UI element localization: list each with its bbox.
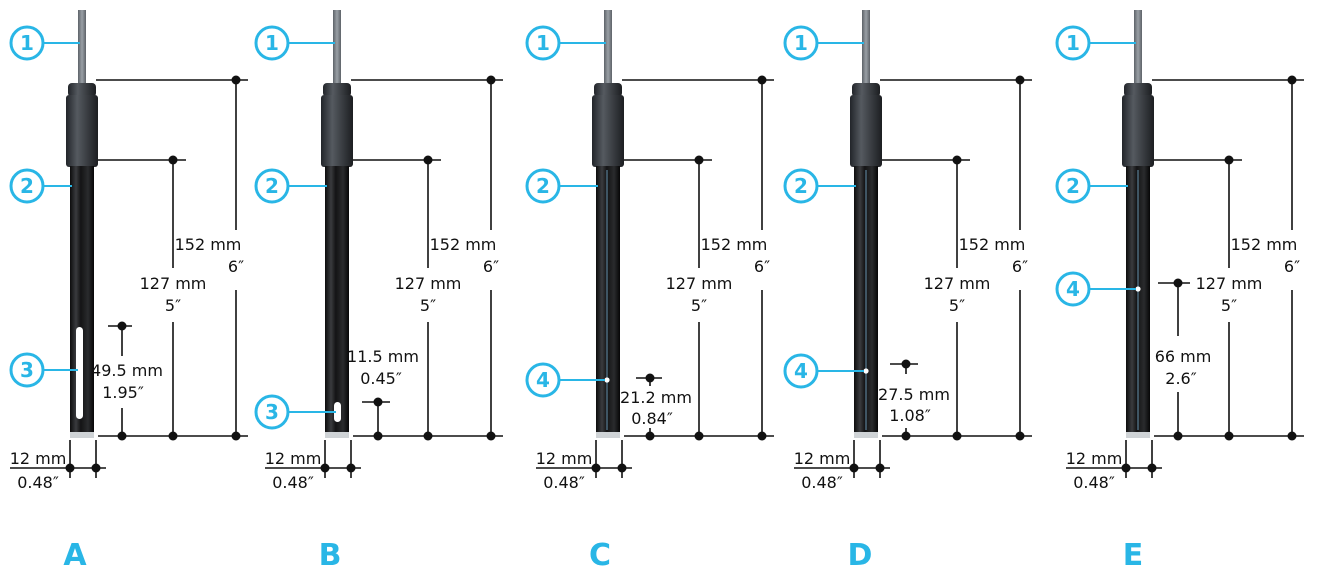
dimension-marker-icon (591, 75, 767, 473)
element-length-in: 0.84″ (631, 409, 673, 428)
callout-2-number: 2 (536, 174, 550, 198)
diameter-in: 0.48″ (272, 473, 314, 492)
dimension-marker-icon (65, 75, 241, 473)
callout-1: 1 (525, 25, 606, 61)
body-length-mm: 127 mm (395, 274, 462, 293)
total-length-mm: 152 mm (175, 235, 242, 254)
total-length-in: 6″ (754, 257, 770, 276)
callout-3: 3 (9, 352, 78, 388)
callout-2-number: 2 (20, 174, 34, 198)
callout-1-number: 1 (20, 31, 34, 55)
callout-2: 2 (1055, 168, 1128, 204)
probe-letter: E (1123, 538, 1144, 573)
body-length-mm: 127 mm (1196, 274, 1263, 293)
probe-c: 1 2 4 (525, 10, 774, 573)
callout-1-number: 1 (265, 31, 279, 55)
dimension-lines (265, 79, 503, 478)
element-length-mm: 66 mm (1155, 347, 1212, 366)
diameter-in: 0.48″ (1073, 473, 1115, 492)
body-length-in: 5″ (165, 296, 181, 315)
callout-3-number: 3 (265, 400, 279, 424)
callout-2-number: 2 (1066, 174, 1080, 198)
callout-1: 1 (254, 25, 335, 61)
callout-1: 1 (783, 25, 864, 61)
body-length-mm: 127 mm (666, 274, 733, 293)
element-length-in: 1.95″ (102, 383, 144, 402)
element-length-mm: 49.5 mm (91, 361, 163, 380)
electrode-probe-icon (1122, 10, 1154, 438)
body-length-in: 5″ (1221, 296, 1237, 315)
dimension-lines (10, 79, 248, 478)
diameter-mm: 12 mm (1066, 449, 1123, 468)
callout-4: 4 (783, 353, 864, 389)
callout-1-number: 1 (1066, 31, 1080, 55)
electrode-probe-icon (592, 10, 624, 438)
callout-4-number: 4 (536, 368, 550, 392)
diameter-in: 0.48″ (801, 473, 843, 492)
callout-2: 2 (525, 168, 598, 204)
body-length-mm: 127 mm (924, 274, 991, 293)
dimension-marker-icon (849, 75, 1025, 473)
callout-1: 1 (1055, 25, 1136, 61)
diameter-mm: 12 mm (536, 449, 593, 468)
callout-2: 2 (254, 168, 327, 204)
callout-1: 1 (9, 25, 80, 61)
body-length-mm: 127 mm (140, 274, 207, 293)
callout-3-number: 3 (20, 358, 34, 382)
electrode-probe-icon (321, 10, 353, 438)
callout-2-number: 2 (265, 174, 279, 198)
probe-e: 1 2 4 (1055, 10, 1304, 573)
body-length-in: 5″ (691, 296, 707, 315)
callout-1-number: 1 (794, 31, 808, 55)
callout-1-number: 1 (536, 31, 550, 55)
total-length-in: 6″ (1284, 257, 1300, 276)
callout-2: 2 (783, 168, 856, 204)
element-length-mm: 11.5 mm (347, 347, 419, 366)
probe-letter: B (319, 538, 342, 573)
element-length-mm: 21.2 mm (620, 388, 692, 407)
callout-4-number: 4 (794, 359, 808, 383)
probe-d: 1 2 4 (783, 10, 1032, 573)
element-length-mm: 27.5 mm (878, 385, 950, 404)
total-length-mm: 152 mm (1231, 235, 1298, 254)
callout-4: 4 (1055, 271, 1136, 307)
callout-3: 3 (254, 394, 336, 430)
element-length-in: 2.6″ (1165, 369, 1196, 388)
probe-letter: C (589, 538, 611, 573)
callout-4-number: 4 (1066, 277, 1080, 301)
body-length-in: 5″ (420, 296, 436, 315)
callout-4: 4 (525, 362, 605, 398)
callout-2: 2 (9, 168, 72, 204)
probe-b: 1 2 3 (254, 10, 503, 573)
diameter-mm: 12 mm (10, 449, 67, 468)
total-length-in: 6″ (228, 257, 244, 276)
probe-a: 1 2 3 (9, 10, 248, 573)
total-length-in: 6″ (1012, 257, 1028, 276)
probe-letter: D (848, 538, 873, 573)
diameter-mm: 12 mm (265, 449, 322, 468)
dimension-marker-icon (320, 75, 496, 473)
diameter-in: 0.48″ (17, 473, 59, 492)
element-length-in: 0.45″ (360, 369, 402, 388)
total-length-mm: 152 mm (430, 235, 497, 254)
dimension-lines (1066, 79, 1304, 478)
diameter-mm: 12 mm (794, 449, 851, 468)
callout-2-number: 2 (794, 174, 808, 198)
total-length-mm: 152 mm (959, 235, 1026, 254)
diameter-in: 0.48″ (543, 473, 585, 492)
electrode-probe-icon (66, 10, 98, 438)
element-length-in: 1.08″ (889, 406, 931, 425)
total-length-mm: 152 mm (701, 235, 768, 254)
dimension-marker-icon (1121, 75, 1297, 473)
total-length-in: 6″ (483, 257, 499, 276)
probe-letter: A (63, 538, 87, 573)
body-length-in: 5″ (949, 296, 965, 315)
electrode-probe-icon (850, 10, 882, 438)
